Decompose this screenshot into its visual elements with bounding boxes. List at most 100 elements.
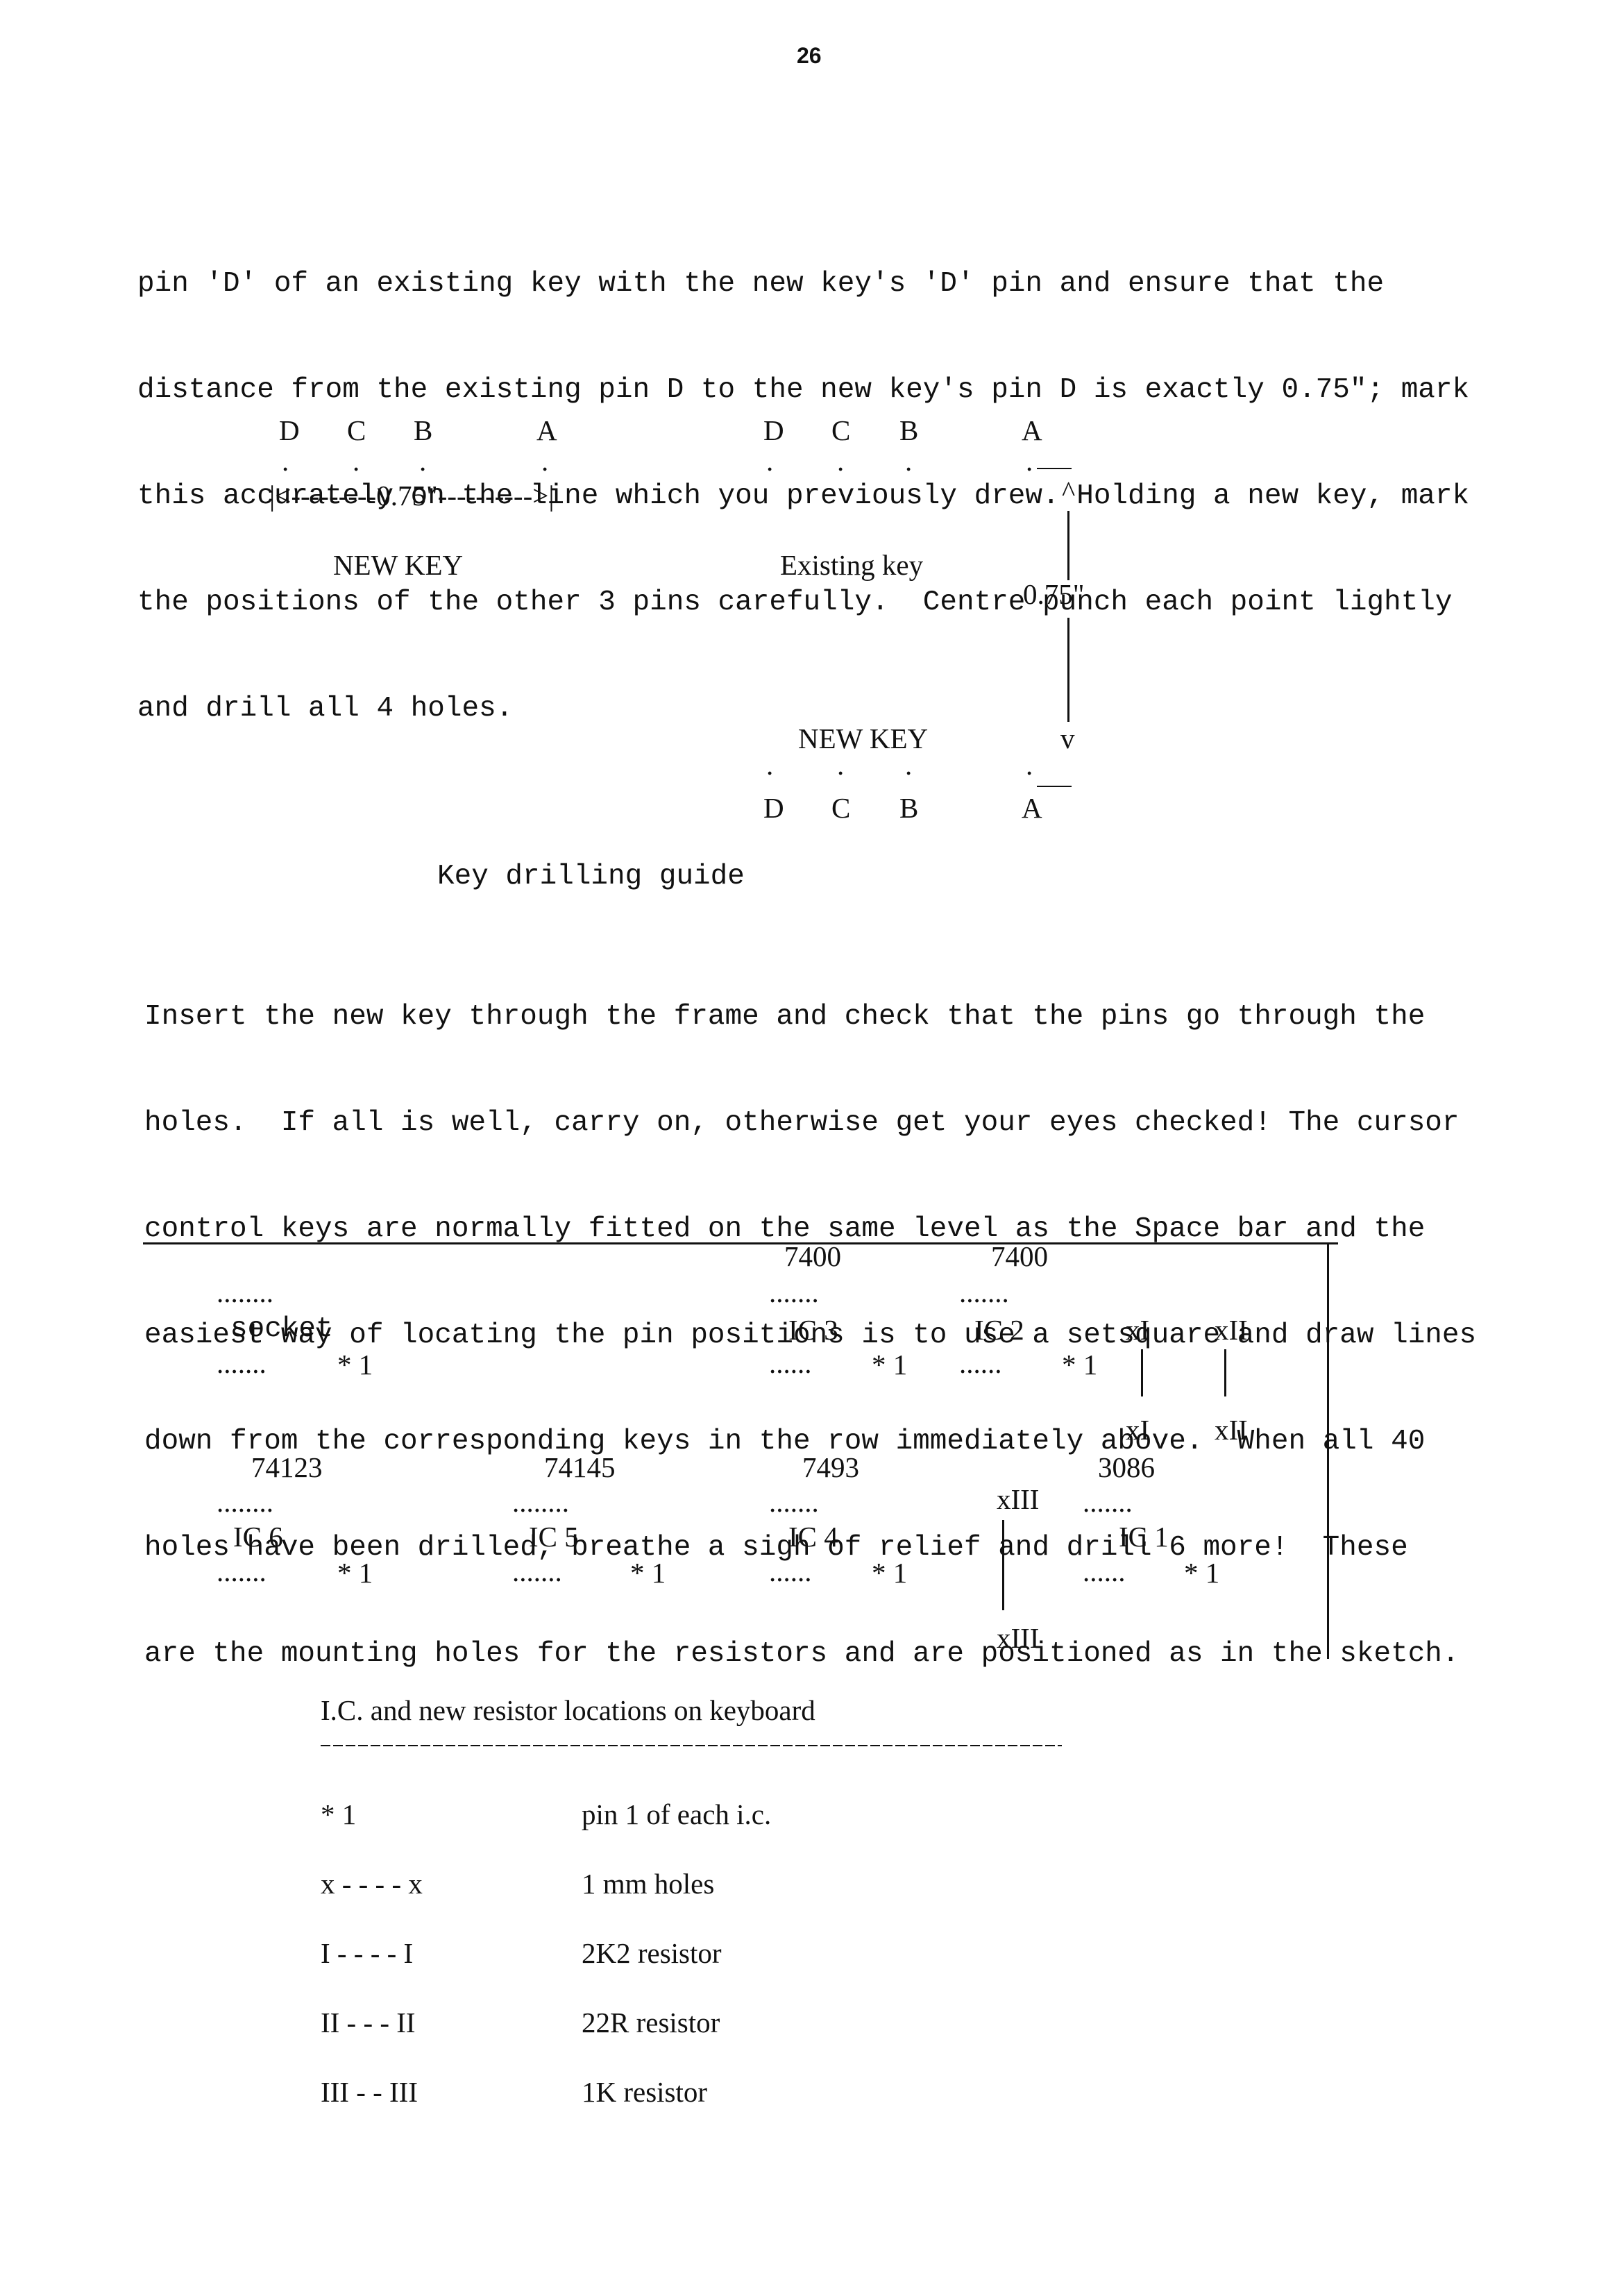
pin-letter-d: D: [279, 414, 300, 446]
chip-dots: ......: [959, 1347, 1002, 1379]
resistor-xii-line: [1224, 1349, 1226, 1396]
arrow-down: v: [1060, 723, 1075, 754]
chip-name: IC 6: [233, 1521, 283, 1553]
paragraph-line: this accurately on the line which you pr…: [137, 480, 1470, 512]
legend-meaning: 22R resistor: [582, 2007, 720, 2038]
pin-dot: .: [905, 749, 913, 781]
chip-name: IC 1: [1119, 1521, 1169, 1553]
pin1-marker: * 1: [872, 1557, 908, 1589]
pin-dot: .: [1026, 749, 1033, 781]
pin-letter-c: C: [831, 414, 851, 446]
legend-meaning: 2K2 resistor: [582, 1937, 722, 1969]
chip-dots: .......: [217, 1347, 267, 1379]
paragraph-line: are the mounting holes for the resistors…: [144, 1638, 1460, 1670]
resistor-xiii-line: [1002, 1520, 1004, 1610]
pin-dot: .: [1026, 445, 1033, 477]
paragraph-line: easiest way of locating the pin position…: [144, 1319, 1477, 1351]
caption-underline: [321, 1745, 1062, 1746]
pin-letter-d: D: [763, 414, 784, 446]
sketch-right-border: [1327, 1242, 1329, 1659]
paragraph-line: Insert the new key through the frame and…: [144, 1001, 1426, 1033]
chip-name: IC 3: [788, 1314, 838, 1346]
chip-dots: ........: [217, 1276, 273, 1308]
pin-a-marker-line: [1037, 468, 1072, 469]
sketch-top-border: [143, 1242, 1338, 1244]
chip-dots: ......: [769, 1555, 812, 1587]
pin-letter-a: A: [1022, 792, 1042, 824]
pin-letter-d: D: [763, 792, 784, 824]
pin1-marker: * 1: [1062, 1349, 1098, 1381]
paragraph-line: and drill all 4 holes.: [137, 693, 514, 725]
chip-dots: .......: [1083, 1486, 1133, 1518]
resistor-xiii-bottom: xIII: [997, 1622, 1040, 1654]
pin-letter-a: A: [1022, 414, 1042, 446]
sketch-caption: I.C. and new resistor locations on keybo…: [321, 1694, 815, 1726]
arrow-up: ^: [1062, 475, 1076, 507]
paragraph-line: the positions of the other 3 pins carefu…: [137, 586, 1453, 618]
pin-letter-a: A: [536, 414, 557, 446]
pin-dot: .: [837, 445, 845, 477]
chip-name: socket: [230, 1313, 333, 1345]
paragraph-line: pin 'D' of an existing key with the new …: [137, 268, 1385, 300]
resistor-xii-top: xII: [1215, 1314, 1248, 1346]
paragraph-2: Insert the new key through the frame and…: [144, 929, 1476, 1707]
pin-a-marker-line: [1037, 786, 1072, 787]
chip-part: 3086: [1098, 1451, 1155, 1483]
paragraph-line: holes. If all is well, carry on, otherwi…: [144, 1107, 1460, 1139]
pin1-marker: * 1: [630, 1557, 666, 1589]
chip-dots: ......: [1083, 1555, 1126, 1587]
chip-dots: ......: [769, 1347, 812, 1379]
legend-symbol: * 1: [321, 1798, 357, 1830]
chip-part: 7493: [802, 1451, 859, 1483]
chip-dots: .......: [217, 1555, 267, 1587]
pin-dot: .: [541, 445, 549, 477]
legend-symbol: I - - - - I: [321, 1937, 414, 1969]
pin-dot: .: [353, 445, 360, 477]
chip-name: IC 5: [529, 1521, 579, 1553]
pin-letter-b: B: [899, 792, 919, 824]
pin1-marker: * 1: [337, 1557, 373, 1589]
legend-meaning: 1 mm holes: [582, 1868, 715, 1900]
paragraph-line: distance from the existing pin D to the …: [137, 374, 1470, 406]
paragraph-line: down from the corresponding keys in the …: [144, 1426, 1426, 1458]
chip-dots: .......: [959, 1276, 1009, 1308]
resistor-xi-bottom: xI: [1126, 1414, 1150, 1446]
vertical-measure-line: [1067, 618, 1069, 722]
legend-symbol: III - - III: [321, 2076, 418, 2108]
paragraph-line: holes have been drilled, breathe a sigh …: [144, 1532, 1408, 1564]
legend-meaning: 1K resistor: [582, 2076, 708, 2108]
resistor-xii-bottom: xII: [1215, 1414, 1248, 1446]
vertical-measure: 0.75": [1023, 578, 1085, 610]
chip-dots: .......: [769, 1276, 819, 1308]
chip-part: 7400: [784, 1240, 841, 1272]
pin1-marker: * 1: [337, 1349, 373, 1381]
pin-dot: .: [905, 445, 913, 477]
chip-name: IC 4: [788, 1521, 838, 1553]
pin-dot: .: [766, 749, 774, 781]
chip-part: 74123: [251, 1451, 323, 1483]
pin-dot: .: [282, 445, 289, 477]
pin-letter-b: B: [899, 414, 919, 446]
existing-key-label: Existing key: [780, 549, 924, 581]
chip-part: 74145: [544, 1451, 616, 1483]
pin-letter-c: C: [831, 792, 851, 824]
chip-dots: .......: [769, 1486, 819, 1518]
chip-dots: ........: [512, 1486, 569, 1518]
horizontal-measure: |<---------0.75"---------->|: [269, 480, 555, 512]
legend-meaning: pin 1 of each i.c.: [582, 1798, 772, 1830]
pin-letter-b: B: [414, 414, 433, 446]
chip-part: 7400: [991, 1240, 1048, 1272]
paragraph-line: control keys are normally fitted on the …: [144, 1213, 1426, 1245]
legend-symbol: II - - - II: [321, 2007, 416, 2038]
resistor-xiii-top: xIII: [997, 1483, 1040, 1515]
page-number: 26: [797, 43, 822, 68]
resistor-xi-line: [1141, 1349, 1143, 1396]
pin-dot: .: [419, 445, 427, 477]
chip-dots: .......: [512, 1555, 562, 1587]
chip-dots: ........: [217, 1486, 273, 1518]
pin-dot: .: [766, 445, 774, 477]
pin-dot: .: [837, 749, 845, 781]
resistor-xi-top: xI: [1126, 1314, 1150, 1346]
paragraph-1: pin 'D' of an existing key with the new …: [137, 196, 1469, 762]
figure-caption: Key drilling guide: [437, 861, 745, 893]
